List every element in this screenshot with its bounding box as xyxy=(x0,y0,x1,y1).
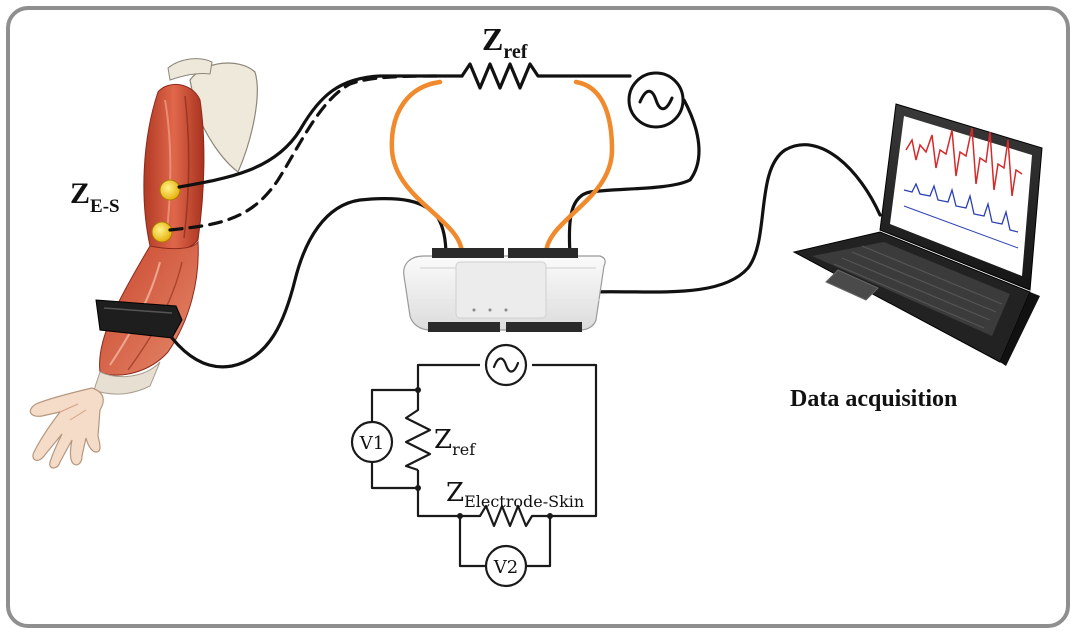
svg-text:V1: V1 xyxy=(359,433,384,454)
electrode-lower xyxy=(151,221,173,243)
arm-illustration xyxy=(29,58,258,469)
equivalent-circuit xyxy=(370,363,598,568)
z-es-label: ZE-S xyxy=(70,177,120,217)
circuit-z-electrode-skin-label: ZElectrode-Skin xyxy=(446,478,584,511)
svg-text:V2: V2 xyxy=(493,557,518,578)
data-acquisition-label: Data acquisition xyxy=(790,386,957,412)
voltmeter-v2: V2 xyxy=(484,544,528,588)
ac-source-circuit xyxy=(484,343,528,387)
z-ref-resistor xyxy=(460,62,544,90)
daq-device xyxy=(403,248,606,332)
ac-source-top xyxy=(627,71,685,129)
emg-signal-traces xyxy=(903,127,1023,249)
ribbon-cables xyxy=(389,79,615,257)
voltmeter-v1: V1 xyxy=(350,420,394,464)
circuit-z-ref-label: Zref xyxy=(434,425,476,459)
laptop xyxy=(792,103,1043,366)
z-ref-label: Zref xyxy=(482,21,528,63)
electrode-upper xyxy=(159,179,181,201)
